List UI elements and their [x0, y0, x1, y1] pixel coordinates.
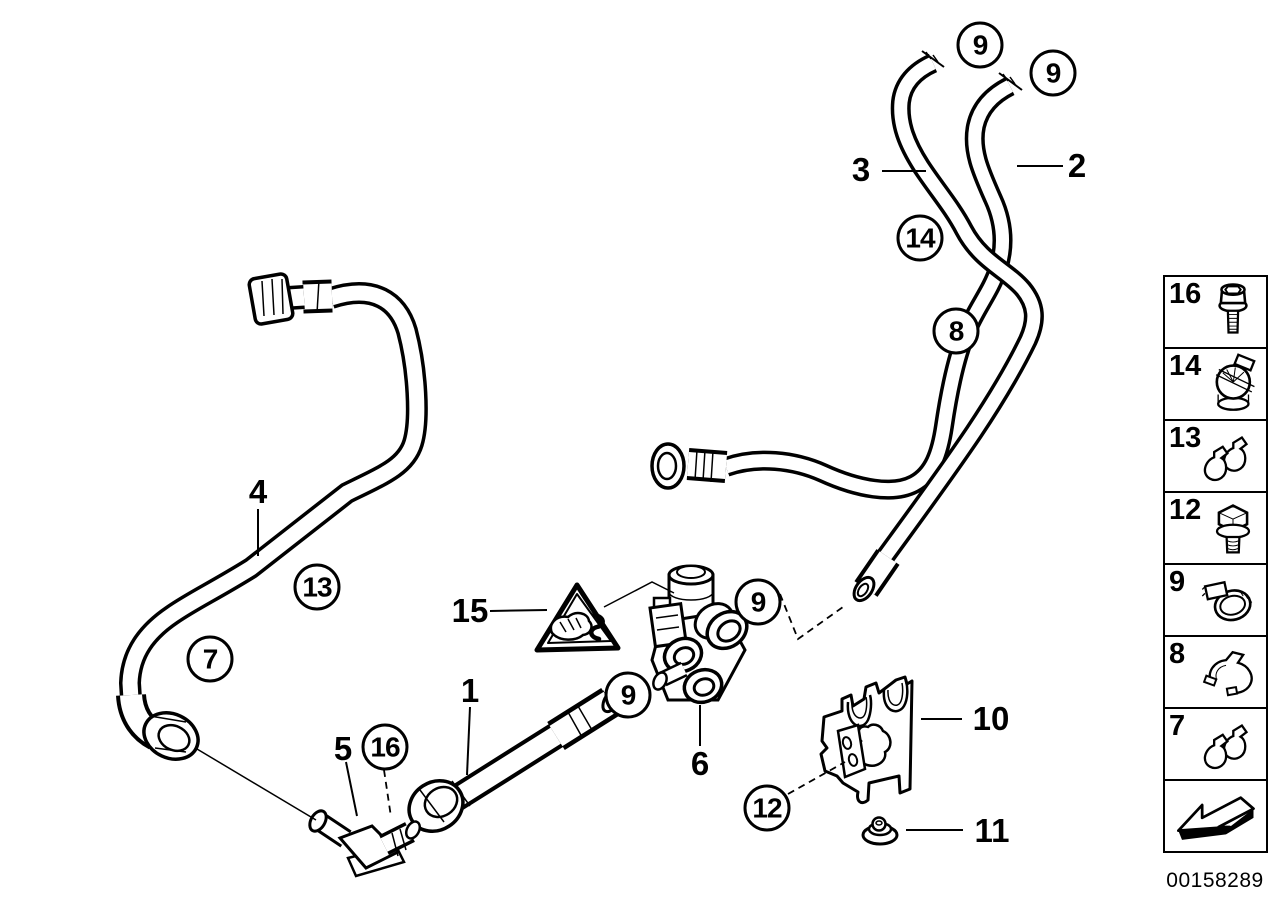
part-label-6[interactable]: 6: [690, 745, 710, 782]
legend-number: 9: [1169, 566, 1186, 598]
part-label-11[interactable]: 11: [974, 812, 1010, 849]
hose-clamp-bracket-icon: [1215, 353, 1256, 411]
valve-electrical-connector: [648, 596, 688, 649]
legend-number: 12: [1169, 494, 1202, 526]
part-label-1[interactable]: 1: [460, 672, 480, 709]
hose-4: [116, 272, 428, 761]
spring-clip-icon: [1203, 435, 1249, 482]
legend-number: 16: [1169, 278, 1202, 310]
rubber-grommet: [861, 816, 899, 846]
hose-3-end-cap: [921, 50, 945, 68]
part-label-10[interactable]: 10: [972, 700, 1010, 737]
callout-circle-14[interactable]: 14: [896, 214, 944, 262]
legend-number: 7: [1169, 710, 1186, 742]
part-label-3[interactable]: 3: [851, 151, 871, 188]
scald-warning-triangle: [534, 582, 621, 653]
legend-item-9[interactable]: 9: [1163, 563, 1268, 637]
hose-1: [407, 686, 623, 834]
callout-circle-9d[interactable]: 9: [604, 671, 652, 719]
callout-circle-8[interactable]: 8: [932, 307, 980, 355]
holder-bracket: [819, 675, 914, 805]
hex-socket-screw-icon: [1218, 283, 1248, 334]
hose-4-connector: [247, 272, 333, 326]
callout-circle-9c[interactable]: 9: [734, 578, 782, 626]
callout-circle-16[interactable]: 16: [361, 723, 409, 771]
callout-circle-12[interactable]: 12: [743, 784, 791, 832]
legend-item-12[interactable]: 12: [1163, 491, 1268, 565]
parts-legend: 16 14 13: [1163, 275, 1268, 853]
image-number: 00158289: [1166, 869, 1264, 892]
hose-2-connector: [650, 442, 728, 490]
part-label-15[interactable]: 15: [451, 592, 489, 629]
leader-lines: [196, 165, 1063, 831]
legend-number: 13: [1169, 422, 1202, 454]
part-label-2[interactable]: 2: [1067, 147, 1087, 184]
hose-3-pipe-end: [852, 549, 900, 603]
legend-number: 14: [1169, 350, 1202, 382]
scald-hazard-icon: [549, 611, 605, 642]
direction-arrow-icon: [1176, 796, 1255, 840]
legend-item-16[interactable]: 16: [1163, 275, 1268, 349]
part-label-5[interactable]: 5: [333, 730, 353, 767]
legend-item-13[interactable]: 13: [1163, 419, 1268, 493]
worm-drive-clamp-icon: [1201, 580, 1253, 622]
callout-circle-9b[interactable]: 9: [1029, 49, 1077, 97]
hex-flange-bolt-icon: [1215, 504, 1251, 554]
hose-4-elbow-connector: [116, 693, 200, 761]
legend-item-14[interactable]: 14: [1163, 347, 1268, 421]
hose-3: [650, 50, 1044, 603]
legend-item-arrow[interactable]: [1163, 779, 1268, 853]
part-label-4[interactable]: 4: [248, 473, 268, 510]
legend-item-8[interactable]: 8: [1163, 635, 1268, 709]
legend-number: 8: [1169, 638, 1186, 670]
water-valve: [648, 564, 749, 705]
spring-clip-icon: [1203, 723, 1249, 770]
legend-item-7[interactable]: 7: [1163, 707, 1268, 781]
retaining-clamp-icon: [1202, 650, 1253, 697]
callout-circle-13[interactable]: 13: [293, 563, 341, 611]
callout-circle-7[interactable]: 7: [186, 635, 234, 683]
adapter-t-piece: [308, 809, 422, 878]
hose-2-end-cap: [998, 72, 1023, 91]
callout-circle-9a[interactable]: 9: [956, 21, 1004, 69]
